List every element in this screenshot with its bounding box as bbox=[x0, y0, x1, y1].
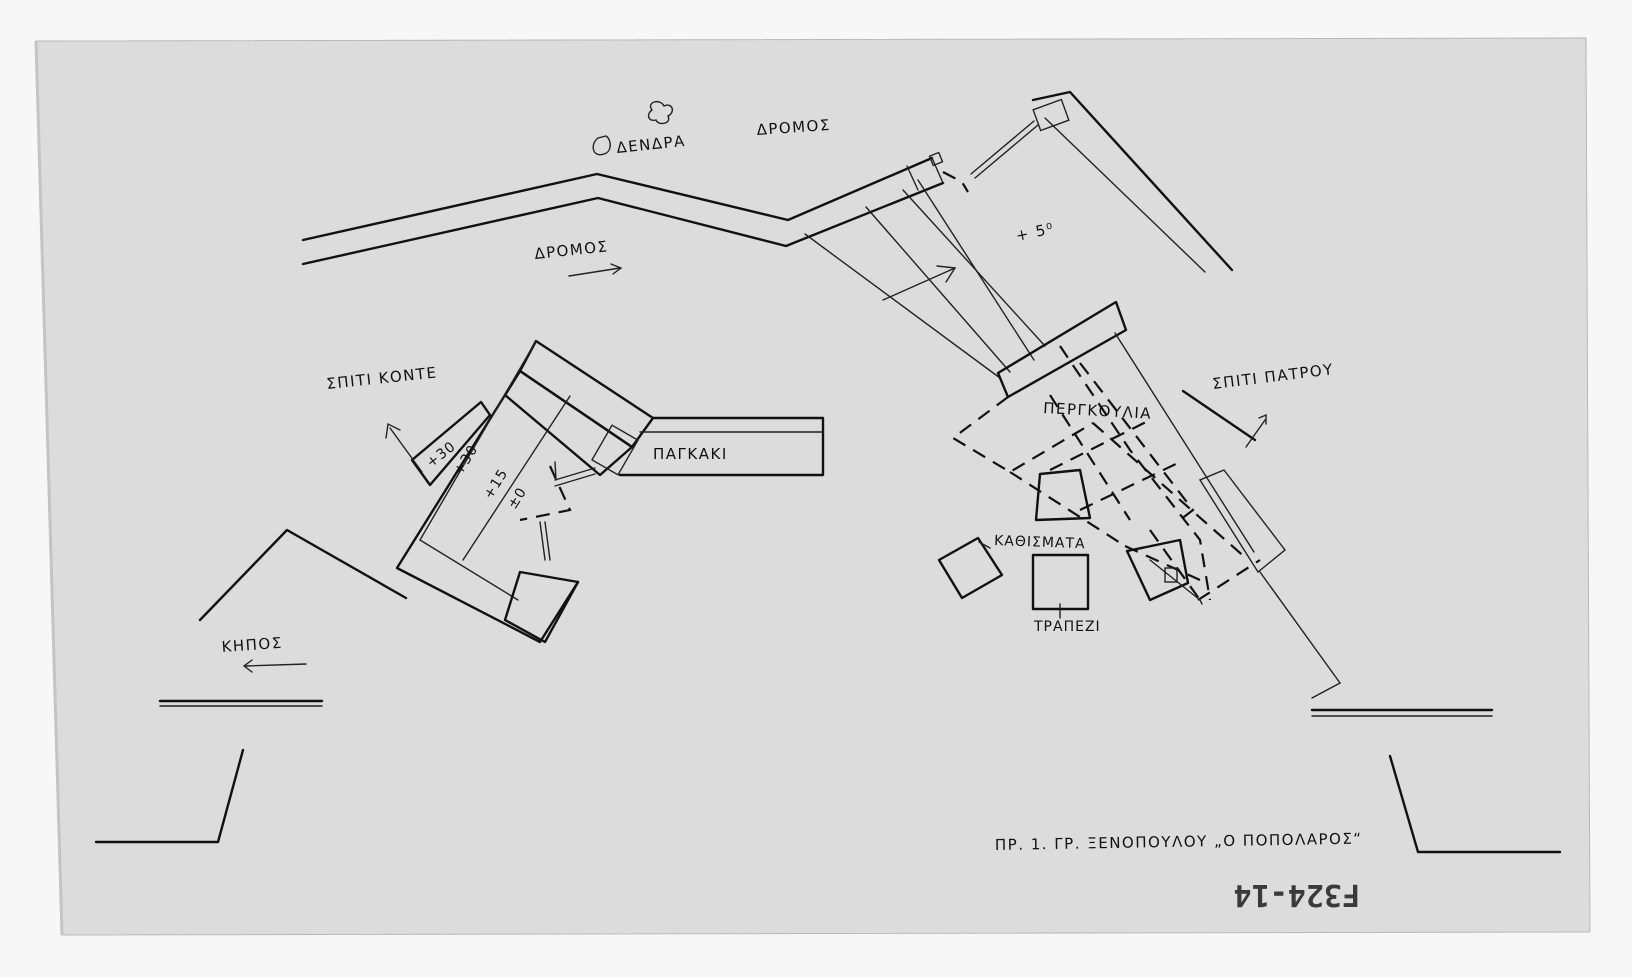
label-table: ΤΡΑΠΕΖΙ bbox=[1033, 619, 1101, 635]
label-pergola: ΠΕΡΓΚΟΥΛΙΑ bbox=[1043, 399, 1153, 423]
tree-symbols bbox=[592, 100, 674, 156]
left-platform bbox=[385, 339, 655, 644]
paper-sheet bbox=[35, 37, 1591, 936]
label-road-top: ΔΡΟΜΟΣ bbox=[756, 116, 831, 139]
garden-walls bbox=[94, 528, 1562, 854]
archive-number-stamp: F324-14 bbox=[1234, 877, 1360, 912]
label-seats: ΚΑΘΙΣΜΑΤΑ bbox=[994, 533, 1086, 552]
pergola-structure bbox=[951, 300, 1342, 699]
seats-and-table bbox=[937, 468, 1092, 619]
bench bbox=[618, 416, 825, 477]
road-outline bbox=[301, 151, 945, 266]
label-garden: ΚΗΠΟΣ bbox=[221, 634, 283, 656]
ramp-lines bbox=[804, 179, 1046, 379]
road-arrow bbox=[568, 263, 623, 277]
right-top-wall bbox=[942, 90, 1234, 273]
label-bench: ΠΑΓΚΑΚΙ bbox=[653, 445, 728, 463]
